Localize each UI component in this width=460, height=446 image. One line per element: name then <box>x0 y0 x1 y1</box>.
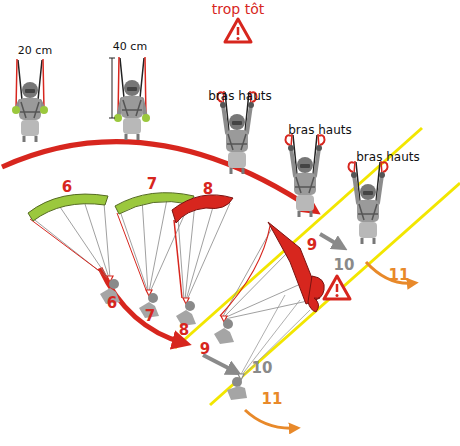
pilot-arms-up <box>218 91 257 174</box>
seated-pilot <box>227 374 247 400</box>
step-number: 8 <box>179 323 189 338</box>
orange-arrow <box>245 410 296 428</box>
drawing-part <box>225 19 251 42</box>
drawing-part <box>294 157 316 217</box>
drawing-part <box>19 82 41 142</box>
step-number: 10 <box>334 258 355 273</box>
drawing-part <box>214 328 234 344</box>
step-number: 8 <box>203 182 213 197</box>
step-number: 7 <box>147 177 157 192</box>
drawing-part <box>172 195 233 223</box>
drawing-part <box>178 200 230 300</box>
seated-pilot <box>214 316 234 344</box>
drawing-part <box>114 114 122 122</box>
yellow-line <box>210 183 460 405</box>
step-number: 7 <box>145 309 155 324</box>
drawing-part <box>174 220 182 298</box>
step-number: 11 <box>389 268 410 283</box>
instruction-text: bras hauts <box>356 151 420 163</box>
drawing-part <box>357 184 379 244</box>
wing-6 <box>28 194 110 278</box>
drawing-part <box>220 226 270 316</box>
pilot-20cm <box>12 59 48 142</box>
drawing-part <box>109 279 119 289</box>
drawing-part <box>28 194 108 221</box>
yellow-line <box>175 128 422 348</box>
drawing-part <box>40 106 48 114</box>
wing-9 <box>220 222 324 319</box>
drawing-part <box>308 276 324 312</box>
drawing-part <box>336 294 339 297</box>
drawing-part <box>227 386 247 400</box>
drawing-part <box>324 276 350 299</box>
step-number: 9 <box>200 342 210 357</box>
warning-text: trop tôt <box>212 2 264 16</box>
instruction-text: bras hauts <box>208 90 272 102</box>
orange-arrow <box>366 262 414 283</box>
pilot-40cm <box>109 57 150 140</box>
drawing-part <box>237 27 240 35</box>
drawing-part <box>223 319 233 329</box>
gray-arrow <box>320 234 342 247</box>
lines <box>240 295 310 377</box>
drawing-part <box>12 106 20 114</box>
pilot-arms-up <box>286 134 325 217</box>
step-number: 6 <box>107 296 117 311</box>
step-number: 6 <box>62 180 72 195</box>
drawing-part <box>117 213 146 290</box>
drawing-part <box>232 377 242 387</box>
drawing-part <box>121 80 143 140</box>
dimension: 20 cm <box>18 45 52 56</box>
drawing-part <box>185 301 195 311</box>
step-number: 9 <box>307 238 317 253</box>
step-number: 11 <box>262 392 283 407</box>
drawing-part <box>30 219 106 276</box>
drawing-part <box>336 284 339 292</box>
pilot-arms-up <box>349 161 388 244</box>
warning-sign <box>324 276 350 299</box>
drawing-part <box>237 37 240 40</box>
wing-8 <box>172 195 233 300</box>
warning-sign <box>225 19 251 42</box>
drawing-part <box>109 58 115 118</box>
drawing-part <box>226 114 248 174</box>
instruction-text: bras hauts <box>288 124 352 136</box>
drawing-part <box>148 293 158 303</box>
drawing-part <box>142 114 150 122</box>
dimension: 40 cm <box>113 41 147 52</box>
gray-arrow <box>203 355 236 372</box>
step-number: 10 <box>252 361 273 376</box>
